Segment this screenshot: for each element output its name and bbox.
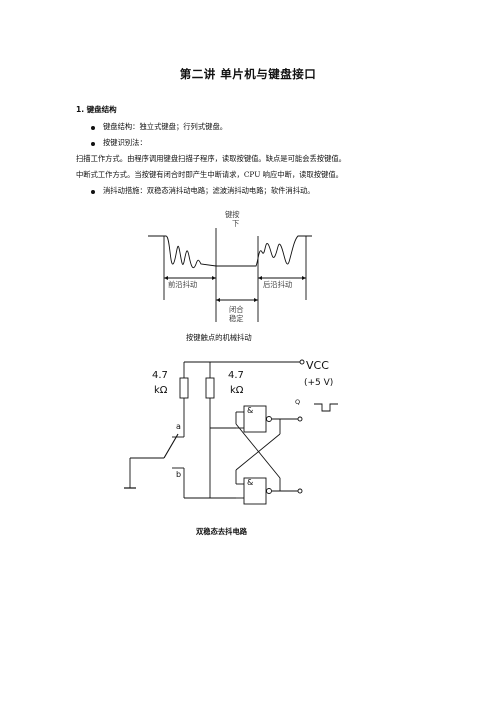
label-closed-stable: 闭合: [229, 305, 244, 314]
resistor-r1-value: 4.7: [152, 370, 168, 381]
resistor-r2: [205, 377, 215, 399]
switch-blade: [163, 433, 179, 459]
output-q-label: Q: [295, 398, 301, 406]
label-key-press: 键按: [225, 210, 240, 219]
bullet-dot: [91, 142, 95, 146]
figure2-caption: 双稳态去抖电路: [196, 527, 248, 536]
resistor-r1: [179, 377, 189, 399]
resistor-r1-unit: kΩ: [154, 385, 168, 396]
bullet-keyboard-structure: 键盘结构：独立式键盘；行列式键盘。: [103, 122, 228, 131]
resistor-r2-unit: kΩ: [230, 385, 244, 396]
node-a-label: a: [176, 422, 181, 431]
paragraph-interrupt-mode: 中断式工作方式。当按键有闭合时即产生中断请求，CPU 响应中断，读取按键值。: [76, 170, 343, 179]
bullet-key-recognition: 按键识别法：: [103, 138, 147, 147]
q-pulse: [314, 403, 338, 412]
resistor-r2-value: 4.7: [228, 370, 244, 381]
bullet-dot: [91, 126, 95, 130]
vcc-value-label: (+5 V): [304, 378, 334, 388]
bullet-debounce-methods: 消抖动措施：双稳态消抖动电路；滤波消抖动电路；软件消抖动。: [103, 186, 315, 195]
nand-gate-top: [243, 405, 267, 433]
label-key-press-2: 下: [232, 219, 240, 228]
label-closed-stable-2: 稳定: [229, 314, 244, 323]
section-heading: 1. 键盘结构: [76, 105, 117, 114]
nand-gate-bottom: [243, 477, 267, 505]
gate-symbol-bottom: &: [247, 478, 254, 487]
label-front-bounce: 前沿抖动: [168, 280, 198, 289]
paragraph-scan-mode: 扫描工作方式。由程序调用键盘扫描子程序，读取按键值。缺点是可能会丢按键值。: [76, 154, 346, 163]
gate-symbol-top: &: [247, 406, 254, 415]
figure1-caption: 按键触点的机械抖动: [186, 333, 252, 342]
page-title: 第二讲 单片机与键盘接口: [179, 67, 317, 81]
node-b-label: b: [176, 470, 182, 479]
label-back-bounce: 后沿抖动: [263, 280, 293, 289]
vcc-label: VCC: [306, 359, 329, 372]
bullet-dot: [91, 190, 95, 194]
